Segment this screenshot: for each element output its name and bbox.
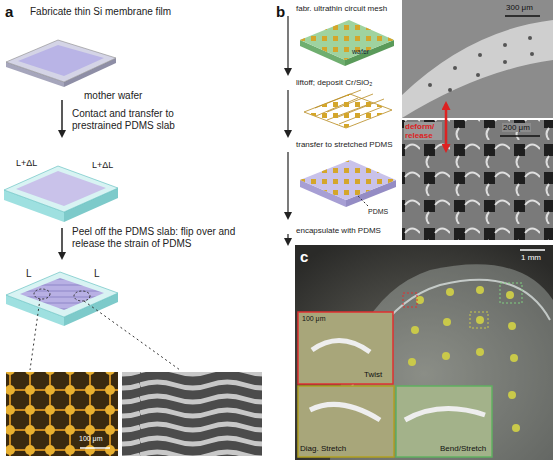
part-name: PDMS [368, 208, 388, 216]
scale-label: 1 mm [521, 253, 541, 262]
scale-label: 100 μm [302, 315, 326, 323]
part-name: wafer [352, 48, 369, 56]
scale-label: 100 μm [79, 435, 103, 443]
step-text: liftoff; deposit Cr/SiO₂ [296, 78, 372, 87]
dimension: L+ΔL [16, 158, 37, 168]
inset-label: Diag. Stretch [300, 444, 346, 453]
step-text: fabr. ultrathin circuit mesh [296, 4, 387, 13]
scale-label: 200 μm [502, 123, 531, 132]
panel-letter: c [300, 248, 308, 265]
dimension: L [26, 268, 32, 280]
step-text: transfer to stretched PDMS [296, 140, 392, 149]
dimension: L+ΔL [92, 160, 113, 170]
step-text: Fabricate thin Si membrane film [30, 6, 171, 18]
panel-letter: a [5, 3, 13, 20]
panel-letter: b [276, 3, 285, 20]
annotation: deform/ release [404, 122, 442, 140]
inset-label: Twist [364, 370, 382, 379]
dimension: L [94, 268, 100, 280]
inset-label: Bend/Stretch [440, 444, 486, 453]
step-text: encapsulate with PDMS [296, 226, 381, 235]
scale-label: 300 μm [506, 3, 533, 12]
step-text: Peel off the PDMS slab: flip over and re… [72, 226, 242, 249]
part-name: mother wafer [84, 90, 142, 102]
step-text: Contact and transfer to prestrained PDMS… [72, 108, 202, 131]
